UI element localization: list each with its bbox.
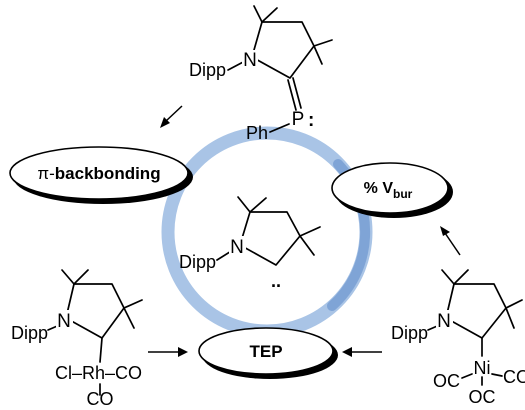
methyl-bond	[253, 5, 263, 23]
central-ring	[161, 126, 373, 338]
methyl-bond	[313, 45, 323, 65]
central-caac-molecule: N Dipp ..	[179, 196, 321, 291]
pi-backbonding-label: π-backbonding	[37, 164, 160, 183]
carbonyl-label: CO	[87, 389, 114, 409]
nitrogen-label: N	[57, 311, 71, 332]
arrow-rh-to-tep	[148, 347, 188, 357]
cp-double-bond	[287, 79, 297, 111]
cp-double-bond	[292, 77, 302, 109]
carbonyl-label: OC	[469, 387, 496, 407]
dipp-label: Dipp	[11, 323, 48, 343]
ni-co-bond	[491, 373, 503, 377]
methyl-bond	[261, 7, 278, 23]
nitrogen-label: N	[437, 311, 451, 332]
dipp-label: Dipp	[391, 323, 428, 343]
methyl-bond	[505, 307, 515, 329]
rh-metal-line: Cl–Rh–CO	[55, 363, 142, 383]
methyl-bond	[441, 269, 455, 285]
methyl-bond	[313, 39, 333, 47]
vbur-ellipse: % Vbur	[331, 162, 453, 218]
ni-caac-ring	[445, 283, 507, 339]
tep-label: TEP	[249, 342, 282, 361]
phosphinidene-ring	[251, 21, 315, 79]
methyl-bond	[61, 269, 75, 285]
lone-pair: :	[308, 110, 314, 131]
p-ph-bond	[269, 123, 290, 133]
ni-co-bond	[461, 373, 473, 379]
carbonyl-label: OC	[433, 371, 460, 391]
carbene-lone-pair: ..	[271, 271, 281, 291]
rh-caac-ring	[65, 283, 125, 339]
phosphinidene-molecule: N Dipp P : Ph	[189, 5, 333, 143]
carbonyl-label: CO	[503, 367, 525, 387]
c-rh-bond	[99, 337, 103, 363]
methyl-bond	[123, 307, 135, 329]
caac-ring	[239, 211, 301, 266]
dipp-label: Dipp	[189, 60, 226, 80]
ni-complex-molecule: N Dipp Ni OC CO OC	[391, 269, 525, 407]
nitrogen-label: N	[230, 237, 244, 258]
vbur-label: % Vbur	[364, 180, 413, 201]
methyl-bond	[123, 299, 143, 309]
nitrogen-label: N	[243, 50, 257, 71]
methyl-bond	[505, 299, 523, 309]
rhodium-label: Rh	[82, 363, 105, 383]
chloride-label: Cl	[55, 363, 72, 383]
carbonyl-label: CO	[115, 363, 142, 383]
pi-backbonding-ellipse: π-backbonding	[9, 146, 193, 204]
tep-ellipse: TEP	[198, 327, 338, 379]
rh-complex-molecule: N Dipp Cl–Rh–CO CO	[11, 269, 143, 409]
methyl-bond	[237, 196, 251, 213]
phosphorus-label: P	[292, 109, 305, 130]
methyl-bond	[299, 226, 321, 237]
nickel-label: Ni	[474, 358, 491, 378]
arrow-to-pi-backbonding	[160, 105, 183, 128]
methyl-bond	[249, 197, 267, 213]
phenyl-label: Ph	[246, 123, 268, 143]
methyl-bond	[299, 235, 315, 256]
methyl-bond	[453, 269, 469, 285]
methyl-bond	[73, 269, 89, 285]
arrow-to-vbur	[440, 226, 461, 256]
arrow-ni-to-tep	[342, 347, 382, 357]
dipp-label: Dipp	[179, 252, 216, 272]
